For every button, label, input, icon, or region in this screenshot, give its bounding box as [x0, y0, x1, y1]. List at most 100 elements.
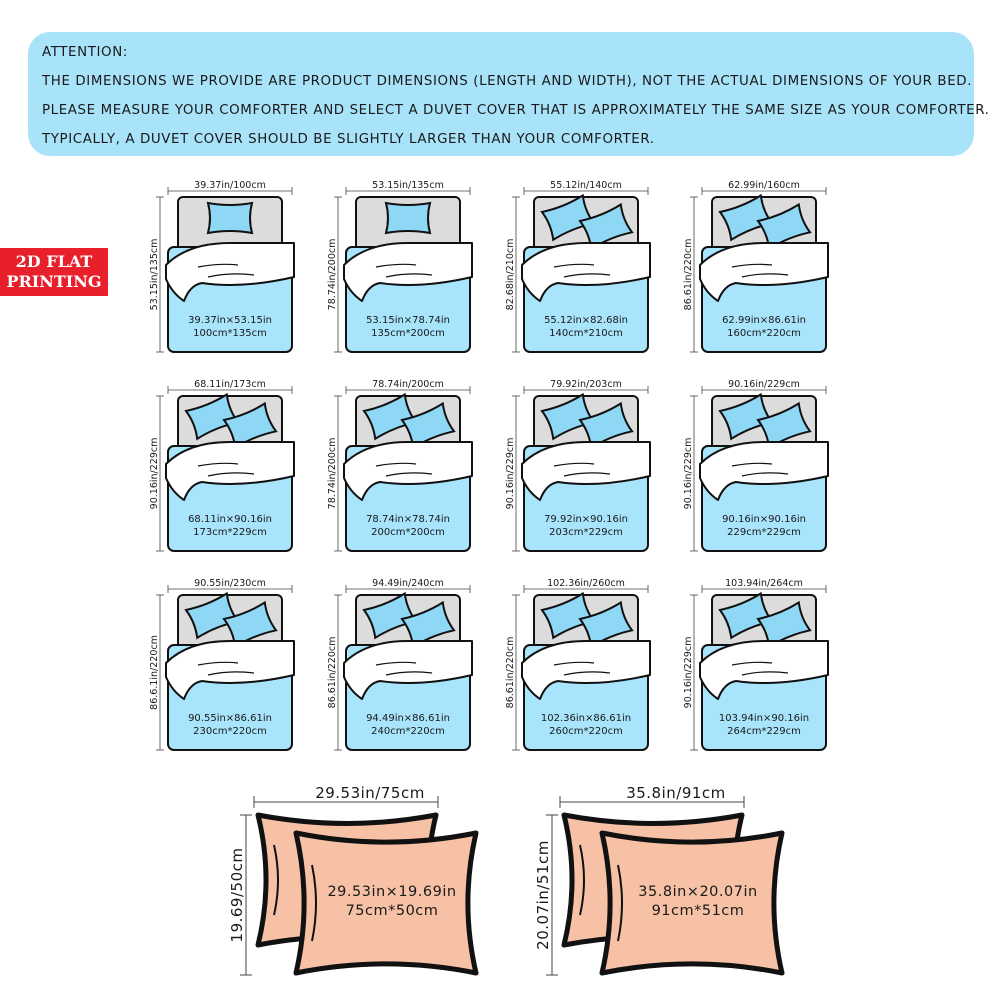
badge-line-2: PRINTING: [6, 272, 102, 291]
bed-width-label: 53.15in/135cm: [372, 180, 444, 191]
duvet-fold: [699, 640, 829, 700]
duvet-fold: [521, 441, 651, 501]
pillow-icon: [756, 202, 812, 251]
fold-crease: [375, 462, 417, 467]
bed-diagram: 94.49in/240cm 86.61in/220cm 94.49in×86.61i…: [327, 578, 473, 751]
duvet-fold: [343, 242, 473, 302]
pillowcase-width-label: 35.8in/91cm: [626, 784, 726, 802]
pillow-icon: [578, 401, 634, 450]
pillowcase-diagram: 29.53in/75cm 19.69/50cm 29.53in×19.69in 75c…: [228, 784, 479, 976]
pillow-icon: [206, 201, 254, 235]
bed-width-label: 90.16in/229cm: [728, 379, 800, 390]
pillowcase-size-inches: 29.53in×19.69in: [327, 884, 456, 900]
bed-size-cm: 264cm*229cm: [727, 726, 801, 737]
bed-width-label: 68.11in/173cm: [194, 379, 266, 390]
fold-crease: [375, 263, 417, 268]
bed-size-cm: 230cm*220cm: [193, 726, 267, 737]
bed-size-inches: 62.99in×86.61in: [722, 315, 806, 326]
bed-size-cm: 173cm*229cm: [193, 527, 267, 538]
notice-line-3: PLEASE MEASURE YOUR COMFORTER AND SELECT…: [42, 103, 990, 118]
bed-diagram: 102.36in/260cm 86.61in/220cm 102.36in×86.6…: [505, 578, 651, 751]
bed-size-inches: 94.49in×86.61in: [366, 713, 450, 724]
duvet-fold: [165, 441, 295, 501]
bed-width-label: 102.36in/260cm: [547, 578, 625, 589]
bed-length-label: 90.16in/229cm: [683, 438, 694, 510]
pillowcase-seam: [273, 844, 279, 916]
pillowcase-width-label: 29.53in/75cm: [315, 784, 425, 802]
pillow-icon: [400, 401, 456, 450]
bed-diagram: 79.92in/203cm 90.16in/229cm 79.92in×90.16i…: [505, 379, 651, 552]
bed-length-label: 78.74in/200cm: [327, 438, 338, 510]
bed-length-label: 90.16in/229cm: [149, 438, 160, 510]
bed-diagram: 103.94in/264cm90.16in/229cm103.94in×90.1…: [683, 578, 829, 751]
pillowcase-seam: [617, 864, 623, 942]
pillow-icon: [756, 401, 812, 450]
bed-diagram: 39.37in/100cm 53.15in/135cm 39.37in×53.15i…: [149, 180, 295, 353]
bed-width-label: 94.49in/240cm: [372, 578, 444, 589]
bed-size-inches: 53.15in×78.74in: [366, 315, 450, 326]
notice-line-1: ATTENTION:: [42, 45, 128, 60]
pillowcase-front: [599, 830, 785, 976]
pillow-icon: [222, 600, 278, 649]
fold-crease: [385, 671, 433, 676]
duvet-fold: [521, 242, 651, 302]
bed-length-label: 90.16in/229cm: [683, 637, 694, 709]
pillow-icon: [578, 600, 634, 649]
bed-size-inches: 78.74in×78.74in: [366, 514, 450, 525]
bed-width-label: 62.99in/160cm: [728, 180, 800, 191]
bed-length-label: 90.16in/229cm: [505, 438, 516, 510]
bed-size-cm: 200cm*200cm: [371, 527, 445, 538]
pillowcase-seam: [579, 844, 585, 916]
pillow-icon: [756, 600, 812, 649]
bed-diagram: 62.99in/160cm 86.61in/220cm 62.99in×86.61i…: [683, 180, 829, 353]
fold-crease: [385, 472, 433, 477]
bed-size-inches: 102.36in×86.61in: [541, 713, 631, 724]
bed-diagram: 68.11in/173cm90.16in/229cm68.11in×90.16i…: [149, 379, 295, 552]
fold-crease: [197, 661, 239, 666]
bed-size-inches: 103.94in×90.16in: [719, 713, 809, 724]
notice-line-2: THE DIMENSIONS WE PROVIDE ARE PRODUCT DI…: [42, 74, 973, 89]
fold-crease: [197, 462, 239, 467]
fold-crease: [197, 263, 239, 268]
fold-crease: [563, 472, 611, 477]
bed-size-inches: 79.92in×90.16in: [544, 514, 628, 525]
pillowcase-size-inches: 35.8in×20.07in: [638, 884, 757, 900]
fold-crease: [553, 661, 595, 666]
bed-size-inches: 39.37in×53.15in: [188, 315, 272, 326]
bed-length-label: 86.61in/220cm: [327, 637, 338, 709]
printing-badge: 2D FLAT PRINTING: [0, 248, 108, 296]
bed-width-label: 79.92in/203cm: [550, 379, 622, 390]
fold-crease: [553, 462, 595, 467]
pillowcase-height-label: 19.69/50cm: [228, 848, 246, 943]
notice-line-4: TYPICALLY, A DUVET COVER SHOULD BE SLIGH…: [42, 132, 655, 147]
bed-size-cm: 203cm*229cm: [549, 527, 623, 538]
bed-width-label: 39.37in/100cm: [194, 180, 266, 191]
bed-size-cm: 140cm*210cm: [549, 328, 623, 339]
fold-crease: [741, 472, 789, 477]
fold-crease: [385, 273, 433, 278]
fold-crease: [563, 273, 611, 278]
fold-crease: [741, 671, 789, 676]
fold-crease: [207, 472, 255, 477]
fold-crease: [731, 462, 773, 467]
bed-length-label: 53.15in/135cm: [149, 239, 160, 311]
bed-width-label: 78.74in/200cm: [372, 379, 444, 390]
bed-diagram: 53.15in/135cm78.74in/200cm53.15in×78.74i…: [327, 180, 473, 353]
bed-size-cm: 100cm*135cm: [193, 328, 267, 339]
attention-notice: ATTENTION: THE DIMENSIONS WE PROVIDE ARE…: [28, 32, 990, 156]
pillowcase-size-cm: 75cm*50cm: [346, 903, 439, 919]
bed-length-label: 86.61in/220cm: [505, 637, 516, 709]
fold-crease: [741, 273, 789, 278]
duvet-fold: [699, 441, 829, 501]
fold-crease: [207, 671, 255, 676]
fold-crease: [553, 263, 595, 268]
bed-diagram: 90.55in/230cm86.6.1in/220cm90.55in×86.61…: [149, 578, 295, 751]
duvet-fold: [343, 441, 473, 501]
bed-size-inches: 90.16in×90.16in: [722, 514, 806, 525]
bed-size-cm: 229cm*229cm: [727, 527, 801, 538]
fold-crease: [563, 671, 611, 676]
duvet-fold: [699, 242, 829, 302]
bed-length-label: 86.61in/220cm: [683, 239, 694, 311]
bed-length-label: 86.6.1in/220cm: [149, 635, 160, 710]
